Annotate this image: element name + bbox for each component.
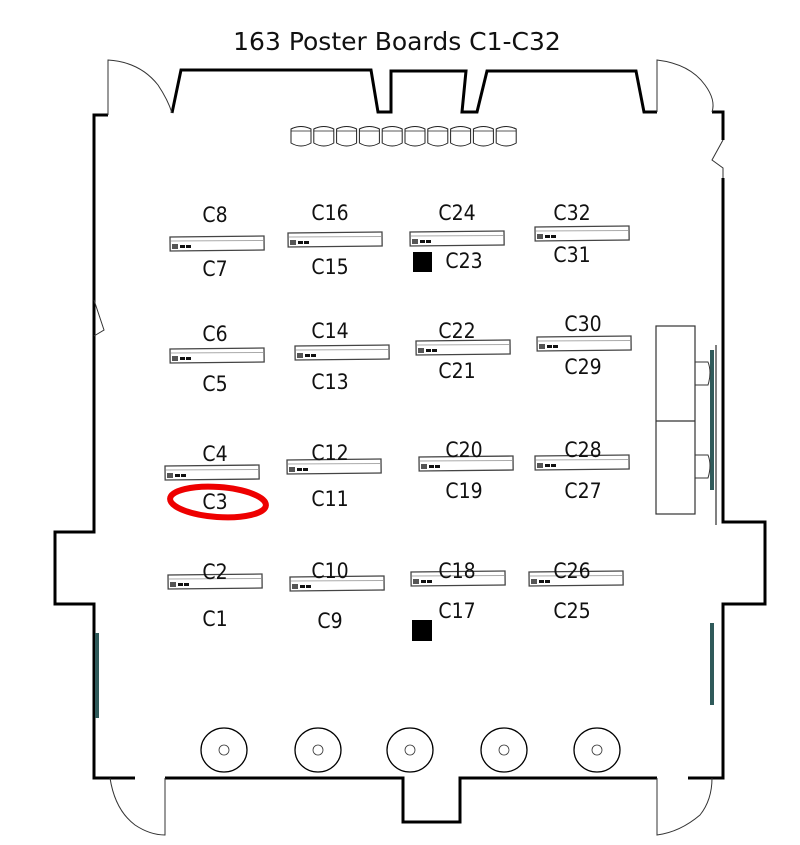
column-marker bbox=[413, 252, 432, 272]
board-label-bottom: C25 bbox=[553, 599, 590, 623]
board-label-top: C30 bbox=[564, 312, 601, 336]
round-table-icon bbox=[480, 727, 528, 773]
board-label-top: C14 bbox=[311, 319, 348, 343]
board-label-bottom: C31 bbox=[553, 243, 590, 267]
window-left bbox=[95, 633, 99, 718]
board-label-top: C8 bbox=[202, 203, 227, 227]
column-marker bbox=[412, 620, 432, 641]
plan-title: 163 Poster Boards C1-C32 bbox=[233, 27, 561, 56]
window-right-lower bbox=[710, 623, 714, 705]
windows bbox=[95, 345, 717, 718]
board-label-top: C16 bbox=[311, 201, 348, 225]
highlight-circle-c3 bbox=[167, 483, 269, 521]
chair-icon bbox=[495, 126, 517, 147]
board-label-bottom: C11 bbox=[311, 487, 348, 511]
board-label-bottom: C1 bbox=[202, 607, 227, 631]
door-bottom-left bbox=[109, 777, 166, 836]
board-label-bottom: C17 bbox=[438, 599, 475, 623]
board-label-bottom: C19 bbox=[445, 479, 482, 503]
board-label-bottom: C5 bbox=[202, 372, 227, 396]
board-label-top: C4 bbox=[202, 442, 227, 466]
board-label-bottom: C29 bbox=[564, 355, 601, 379]
door-right bbox=[711, 139, 724, 178]
chair-icon bbox=[313, 126, 335, 147]
board-label-top: C20 bbox=[445, 438, 482, 462]
board-label-bottom: C21 bbox=[438, 359, 475, 383]
door-bottom-right bbox=[656, 777, 713, 836]
chair-icon bbox=[381, 126, 403, 147]
board-label-bottom: C15 bbox=[311, 255, 348, 279]
board-label-top: C10 bbox=[311, 559, 348, 583]
chair-icon bbox=[472, 126, 494, 147]
round-table-icon bbox=[200, 727, 248, 773]
chair-icon bbox=[404, 126, 426, 147]
window-right-upper bbox=[710, 350, 714, 490]
board-label-top: C12 bbox=[311, 441, 348, 465]
board-label-top: C2 bbox=[202, 560, 227, 584]
round-tables bbox=[200, 727, 621, 773]
board-label-top: C32 bbox=[553, 201, 590, 225]
board-label-bottom: C27 bbox=[564, 479, 601, 503]
door-top-right bbox=[656, 59, 714, 113]
chair-icon bbox=[427, 126, 449, 147]
board-label-bottom: C3 bbox=[202, 490, 227, 514]
door-top-left bbox=[107, 59, 173, 115]
chair-row bbox=[290, 126, 517, 147]
round-table-icon bbox=[294, 727, 342, 773]
board-label-bottom: C23 bbox=[445, 249, 482, 273]
chair-icon bbox=[290, 126, 312, 147]
board-label-top: C22 bbox=[438, 319, 475, 343]
chair-icon bbox=[358, 126, 380, 147]
board-label-bottom: C13 bbox=[311, 370, 348, 394]
board-label-top: C26 bbox=[553, 559, 590, 583]
side-table bbox=[655, 325, 711, 515]
board-label-bottom: C7 bbox=[202, 257, 227, 281]
board-label-top: C28 bbox=[564, 438, 601, 462]
board-label-top: C24 bbox=[438, 201, 475, 225]
round-table-icon bbox=[573, 727, 621, 773]
round-table-icon bbox=[386, 727, 434, 773]
walls bbox=[53, 59, 767, 836]
chair-icon bbox=[450, 126, 472, 147]
board-label-bottom: C9 bbox=[317, 609, 342, 633]
door-left bbox=[93, 299, 105, 337]
board-label-top: C18 bbox=[438, 559, 475, 583]
board-label-top: C6 bbox=[202, 322, 227, 346]
chair-icon bbox=[336, 126, 358, 147]
